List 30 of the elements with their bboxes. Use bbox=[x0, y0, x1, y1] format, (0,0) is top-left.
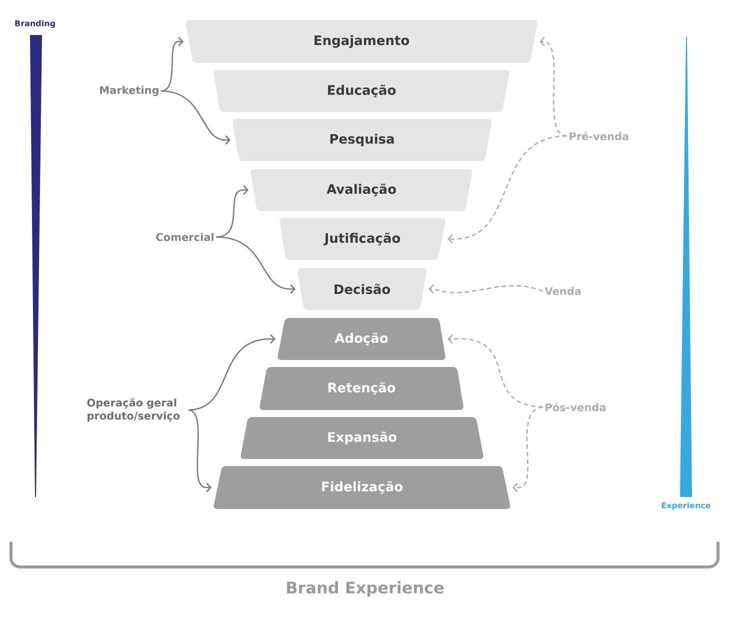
dashed-arrow bbox=[540, 36, 568, 137]
curved-arrow bbox=[216, 185, 248, 238]
curved-arrow bbox=[188, 409, 212, 492]
stage-trapezoid: Avaliação bbox=[250, 169, 472, 211]
stage-trapezoid: Decisão bbox=[298, 268, 426, 310]
dashed-arrow bbox=[428, 284, 544, 294]
dashed-arrow bbox=[448, 334, 544, 408]
group-label: Comercial bbox=[156, 232, 214, 242]
bracket-label: Brand Experience bbox=[287, 581, 444, 597]
curved-arrow bbox=[188, 334, 276, 411]
phase-label: Pós-venda bbox=[546, 402, 606, 412]
stage-trapezoid: Adoção bbox=[278, 318, 446, 360]
group-label: Operação geral produto/serviço bbox=[87, 398, 180, 422]
group-label: Marketing bbox=[100, 86, 158, 96]
phase-label: Pré-venda bbox=[570, 132, 628, 140]
curved-arrow bbox=[160, 36, 184, 92]
dashed-arrow bbox=[448, 135, 568, 244]
curved-arrow bbox=[216, 236, 296, 294]
stage-trapezoid: Fidelização bbox=[214, 466, 510, 509]
stage-trapezoid: Engajamento bbox=[186, 20, 538, 63]
stage-trapezoid: Pesquisa bbox=[232, 119, 492, 161]
bar-label: Experience bbox=[662, 502, 710, 510]
phase-label: Venda bbox=[544, 286, 581, 296]
dashed-arrow bbox=[512, 406, 544, 492]
stage-trapezoid: Educação bbox=[214, 70, 510, 112]
stage-trapezoid: Expansão bbox=[240, 417, 484, 459]
stage-trapezoid: Jutificação bbox=[280, 218, 446, 260]
stage-trapezoid: Retenção bbox=[260, 367, 464, 410]
curved-arrow bbox=[160, 90, 230, 145]
bar-label: Branding bbox=[15, 20, 55, 28]
